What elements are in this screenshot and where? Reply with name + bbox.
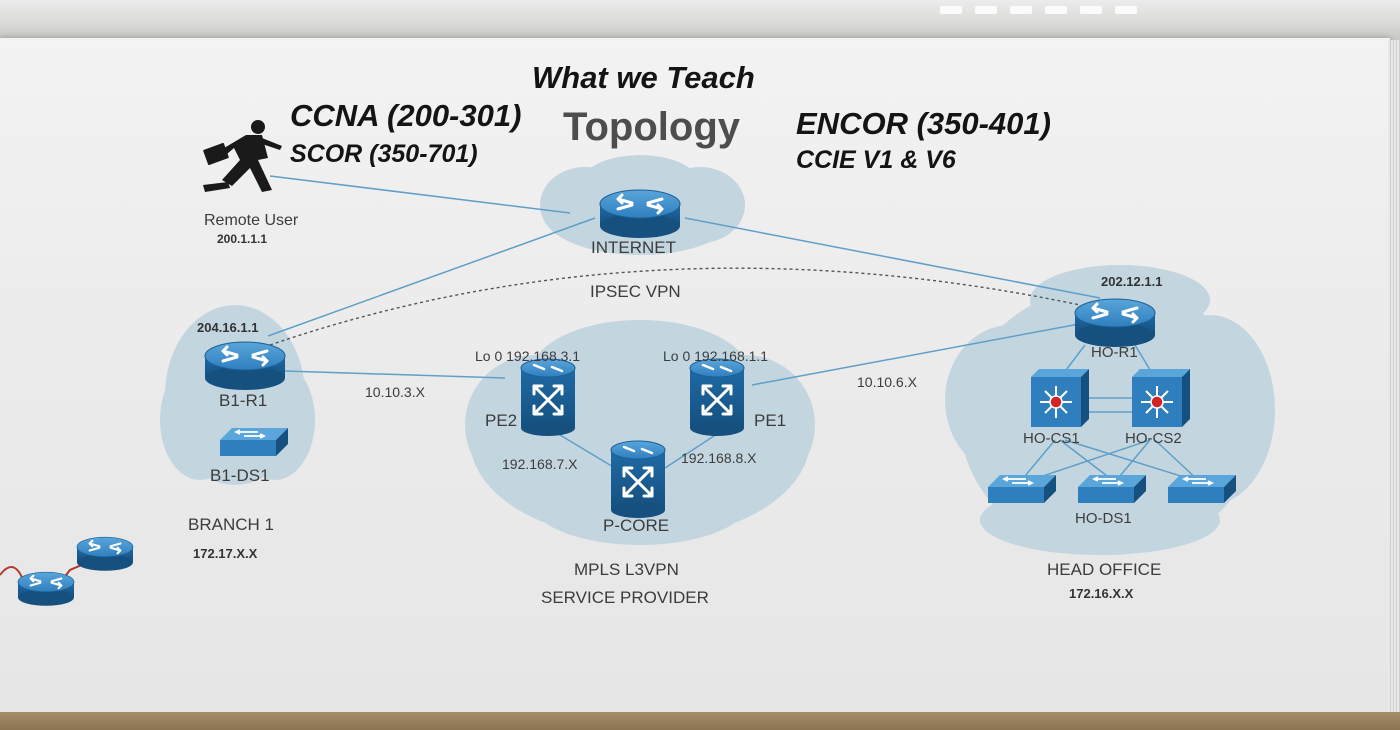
ho-r1-router-icon [1073,297,1157,349]
ceiling-light [1010,6,1032,14]
ho-ds-right-switch-icon [1167,474,1237,504]
ho-cs2-switch-icon [1131,368,1191,428]
encor-course: ENCOR (350-401) [796,106,1051,141]
remote-user-ip: 200.1.1.1 [217,232,268,246]
ceiling [0,0,1400,40]
pe1-label: PE1 [754,411,787,430]
branch-network: 172.17.X.X [193,546,258,561]
scor-course: SCOR (350-701) [290,140,478,168]
pe2-pcore-subnet: 192.168.7.X [502,456,578,472]
pe1-ho-subnet: 10.10.6.X [857,374,917,390]
ipsec-vpn-tunnel [269,267,1081,346]
link-pe1-p-core [664,431,721,469]
remote-user-label: Remote User [204,212,299,229]
ipsec-vpn-label: IPSEC VPN [590,282,681,301]
p-core-label: P-CORE [603,516,670,535]
link-pe1-ho-r1 [751,321,1091,386]
link-internet-ho-r1 [684,217,1101,299]
ho-r1-label: HO-R1 [1091,344,1138,361]
b1-r1-label: B1-R1 [219,391,268,410]
topology-title: Topology [563,105,740,149]
ccie-course: CCIE V1 & V6 [796,146,956,174]
p-core-router-icon [609,439,667,520]
what-we-teach-heading: What we Teach [532,60,755,95]
ho-r1-ip: 202.12.1.1 [1101,274,1163,289]
ceiling-light [940,6,962,14]
remote-user-icon [203,120,282,192]
link-remote-user-internet [269,175,571,214]
internet-label: INTERNET [591,238,676,257]
ho-ds-left-switch-icon [987,474,1057,504]
b1-pe2-subnet: 10.10.3.X [365,384,425,400]
ceiling-light [1080,6,1102,14]
ceiling-light [1115,6,1137,14]
ho-ds1-switch-icon [1077,474,1147,504]
head-office-name: HEAD OFFICE [1047,560,1162,579]
pe2-label: PE2 [485,411,518,430]
ceiling-light [1045,6,1067,14]
pe2-router-icon [519,357,577,438]
pe1-loopback: Lo 0 192.168.1.1 [663,348,769,364]
b1-ds1-switch-icon [219,427,289,457]
ccna-course: CCNA (200-301) [290,98,522,133]
mpls-l3vpn-label: MPLS L3VPN [574,560,679,579]
small-router-icon [75,536,135,572]
floor [0,712,1400,730]
link-b1-r1-pe2 [284,370,506,379]
b1-r1-router-icon [203,340,287,392]
service-provider-label: SERVICE PROVIDER [541,588,709,607]
pe1-router-icon [688,357,746,438]
b1-r1-ip: 204.16.1.1 [197,320,259,335]
small-router-icon [16,571,76,607]
b1-ds1-label: B1-DS1 [210,466,270,485]
ho-ds1-label: HO-DS1 [1075,510,1132,527]
link-b1-r1-internet [267,217,596,337]
pe1-pcore-subnet: 192.168.8.X [681,450,757,466]
ho-cs1-label: HO-CS1 [1023,430,1080,447]
pe2-loopback: Lo 0 192.168.3.1 [475,348,581,364]
ho-cs2-label: HO-CS2 [1125,430,1182,447]
internet-router-icon [598,188,682,240]
head-office-network: 172.16.X.X [1069,586,1134,601]
ho-cs1-switch-icon [1030,368,1090,428]
link-pe2-p-core [554,431,616,469]
ceiling-light [975,6,997,14]
window-blind [1388,40,1400,712]
branch-name: BRANCH 1 [188,515,274,534]
